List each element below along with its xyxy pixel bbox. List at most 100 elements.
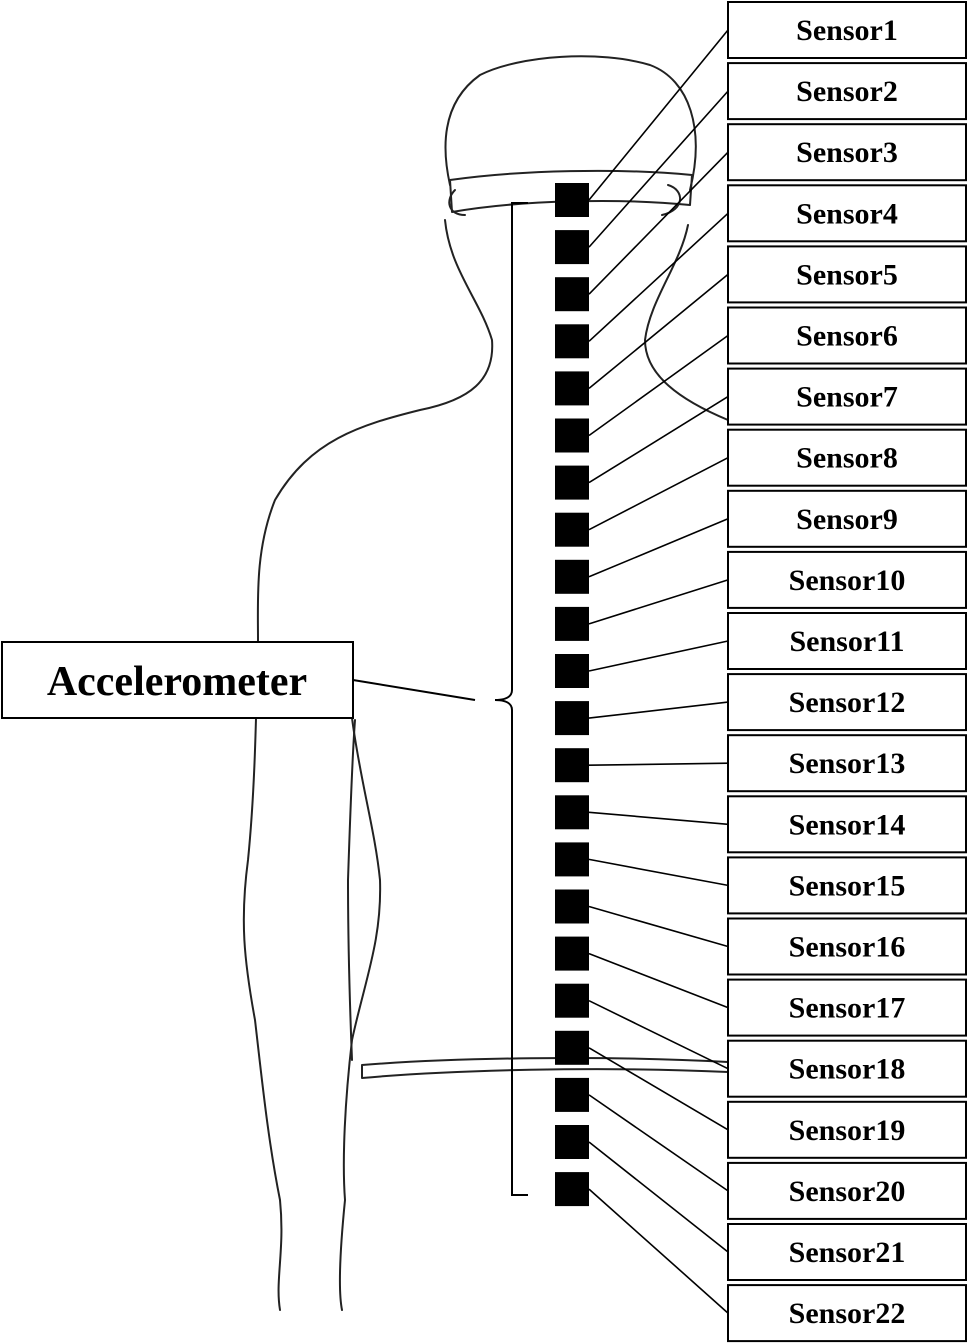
- sensor-leader-line: [588, 999, 729, 1070]
- sensor-leader-line: [588, 811, 729, 826]
- sensor-label-box: [727, 62, 967, 121]
- sensor-leader-line: [588, 29, 729, 201]
- left-arm-inner-outline: [338, 717, 382, 1311]
- sensor-leader-line: [588, 1094, 729, 1192]
- sensor-square: [555, 230, 589, 265]
- sensor-label-text: Sensor10: [789, 564, 906, 597]
- sensor-labels-group: Sensor1Sensor2Sensor3Sensor4Sensor5Senso…: [727, 1, 967, 1343]
- sensor-label-box: [727, 367, 967, 426]
- head-outline: [444, 55, 697, 191]
- left-arm-outer-outline: [242, 639, 283, 1311]
- sensor-label-text: Sensor9: [796, 503, 898, 536]
- sensor-square: [555, 1077, 589, 1112]
- sensor-leader-line: [588, 579, 729, 625]
- sensor-label-text: Sensor2: [796, 75, 898, 108]
- sensor-square: [555, 559, 589, 594]
- accelerometer-bracket: [494, 202, 528, 1196]
- sensor-leader-line: [588, 518, 729, 578]
- sensor-square: [555, 465, 589, 500]
- sensor-label-text: Sensor8: [796, 442, 898, 475]
- sensor-square: [555, 606, 589, 641]
- sensor-label-box: [727, 734, 967, 793]
- sensor-leader-line: [588, 701, 729, 719]
- sensor-label-text: Sensor3: [796, 136, 898, 169]
- sensor-label-text: Sensor19: [789, 1114, 906, 1147]
- sensor-leader-line: [588, 1188, 729, 1314]
- sensor-square: [555, 1172, 589, 1207]
- sensor-label-box: [727, 550, 967, 609]
- sensor-leader-line: [588, 90, 729, 248]
- sensor-square: [555, 371, 589, 406]
- sensor-leader-line: [588, 952, 729, 1009]
- sensor-square: [555, 654, 589, 688]
- sensor-label-text: Sensor14: [789, 808, 906, 841]
- sensor-label-text: Sensor7: [796, 381, 898, 414]
- sensor-leader-line: [588, 334, 729, 437]
- sensor-leader-line: [588, 456, 729, 531]
- sensor-square: [555, 1030, 589, 1065]
- sensor-label-text: Sensor17: [789, 992, 906, 1025]
- neck-right-outline: [644, 224, 729, 421]
- sensor-label-text: Sensor5: [796, 258, 898, 291]
- sensor-square: [555, 795, 589, 830]
- sensor-leader-line: [588, 762, 729, 766]
- sensor-label-box: [727, 1, 967, 59]
- sensor-square: [555, 277, 589, 312]
- sensor-square: [555, 748, 589, 783]
- sensor-label-text: Sensor12: [789, 686, 906, 719]
- accelerometer-label: Accelerometer: [1, 202, 528, 1196]
- sensor-leader-line: [588, 640, 729, 672]
- sensor-square: [555, 701, 589, 736]
- neck-left-outline: [256, 219, 494, 641]
- sensor-label-box: [727, 612, 967, 670]
- sensor-label-text: Sensor11: [789, 625, 904, 658]
- accelerometer-leader-line: [352, 679, 476, 701]
- sensor-label-box: [727, 917, 967, 976]
- sensor-leader-line: [588, 395, 729, 484]
- sensor-label-box: [727, 1284, 967, 1343]
- sensor-label-box: [727, 123, 967, 182]
- sensor-label-box: [727, 306, 967, 365]
- sensor-label-text: Sensor16: [789, 931, 906, 964]
- torso-left-outline: [347, 719, 356, 1061]
- sensor-label-box: [727, 184, 967, 243]
- sensor-leader-line: [588, 273, 729, 390]
- headband-outline: [449, 169, 693, 213]
- sensor-leader-line: [588, 858, 729, 887]
- sensor-square: [555, 936, 589, 971]
- sensor-square: [555, 183, 589, 217]
- sensor-square: [555, 1125, 589, 1159]
- sensor-label-text: Sensor6: [796, 320, 898, 353]
- sensor-leader-line: [588, 151, 729, 295]
- sensor-label-box: [727, 489, 967, 548]
- sensor-label-text: Sensor13: [789, 747, 906, 780]
- left-ear-outline: [448, 189, 466, 216]
- sensor-leader-line: [588, 1047, 729, 1131]
- sensor-label-box: [727, 1223, 967, 1281]
- sensor-leader-line: [588, 905, 729, 948]
- sensor-label-box: [727, 1100, 967, 1159]
- sensor-label-text: Sensor22: [789, 1297, 906, 1330]
- sensor-square: [555, 842, 589, 877]
- sensor-label-box: [727, 795, 967, 854]
- sensor-leader-lines-group: [588, 29, 729, 1314]
- sensor-label-box: [727, 673, 967, 732]
- sensor-squares-group: [555, 183, 589, 1207]
- accelerometer-label-text: Accelerometer: [47, 659, 307, 705]
- sensor-label-text: Sensor21: [789, 1236, 906, 1269]
- sensor-label-text: Sensor1: [796, 14, 898, 47]
- sensor-leader-line: [588, 1141, 729, 1253]
- sensor-square: [555, 418, 589, 453]
- sensor-label-box: [727, 978, 967, 1037]
- waist-band-outline: [361, 1057, 729, 1079]
- sensor-label-box: [727, 245, 967, 304]
- sensor-label-box: [727, 428, 967, 487]
- sensor-square: [555, 324, 589, 359]
- sensor-label-text: Sensor18: [789, 1053, 906, 1086]
- sensor-leader-line: [588, 212, 729, 342]
- sensor-label-box: [727, 856, 967, 915]
- sensor-square: [555, 889, 589, 924]
- sensor-label-text: Sensor4: [796, 197, 898, 230]
- sensor-square: [555, 983, 589, 1018]
